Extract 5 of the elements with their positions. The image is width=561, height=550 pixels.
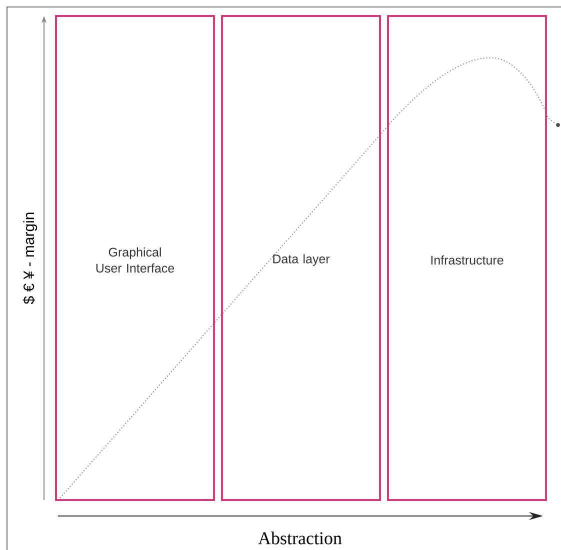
layer-box: Graphical User Interface <box>55 15 215 501</box>
axis-label: Abstraction <box>258 532 342 544</box>
layer-box: Data layer <box>221 15 381 501</box>
axis-label: $ € ¥ - margin <box>22 212 38 304</box>
layer-box: Infrastructure <box>387 15 547 501</box>
